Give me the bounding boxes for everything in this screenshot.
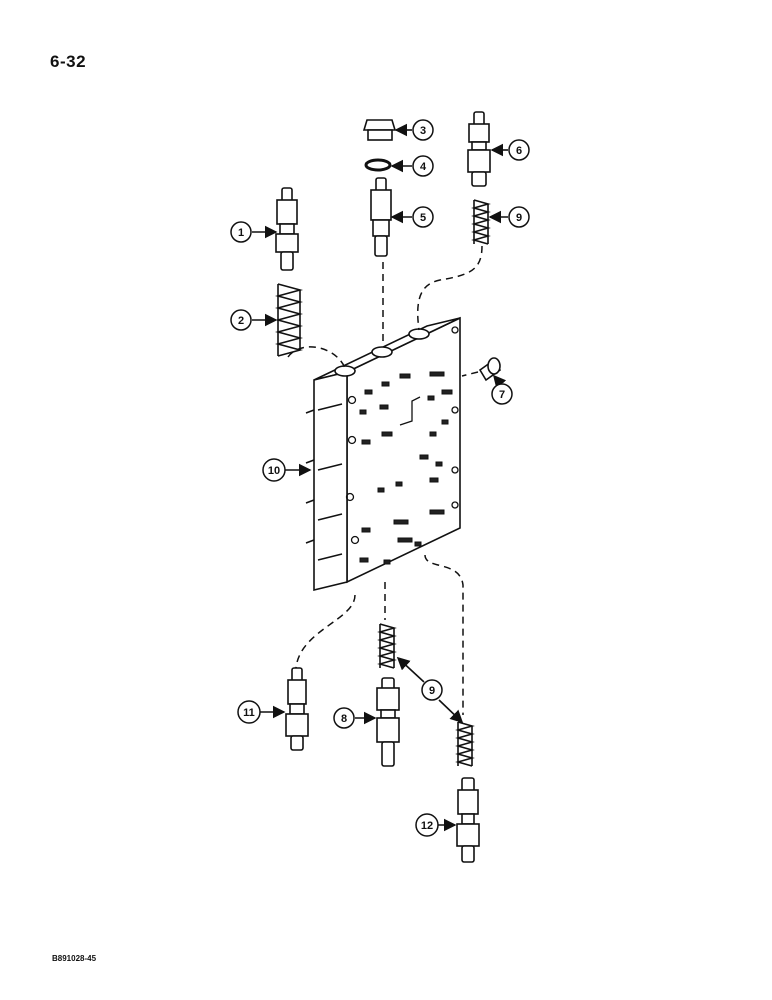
callout-9-bottom: 9 [396,656,464,724]
part-1-valve [275,187,299,271]
part-9-spring-lower [455,721,475,767]
callout-1-label: 1 [238,227,244,239]
callout-9-bottom-label: 9 [429,685,435,697]
part-9-spring-middle [377,623,397,669]
callout-12: 12 [415,813,457,837]
callout-12-label: 12 [421,820,433,832]
callout-8-label: 8 [341,713,347,725]
part-2-spring [274,283,304,357]
callout-4: 4 [390,155,434,177]
part-7-set-screw [478,357,502,382]
callout-7-label: 7 [499,389,505,401]
part-4-o-ring [364,158,392,172]
valve-body [305,316,461,592]
callout-11-label: 11 [243,707,255,719]
callout-1: 1 [230,221,278,243]
assembly-lines [287,245,483,715]
callout-4-label: 4 [420,161,427,173]
part-11-valve [285,667,309,751]
callout-3-label: 3 [420,125,426,137]
part-12-valve [456,777,480,863]
callout-5-label: 5 [420,212,426,224]
callout-2-label: 2 [238,315,244,327]
callout-11: 11 [237,700,286,724]
callout-10: 10 [262,458,312,482]
callout-9-top: 9 [488,206,530,228]
callout-6: 6 [490,139,530,161]
part-8-valve [376,677,400,767]
callout-5: 5 [390,206,434,228]
part-5-valve [370,177,392,257]
page-number: 6-32 [50,52,87,71]
part-6-valve [467,111,491,187]
callout-7: 7 [461,371,513,405]
part-3-plug [362,119,397,141]
callout-8: 8 [333,707,377,729]
callout-10-label: 10 [268,465,280,477]
callout-9-top-label: 9 [516,212,522,224]
callout-2: 2 [230,309,278,331]
figure-code: B891028-45 [52,954,97,963]
callout-3: 3 [394,119,434,141]
part-9-spring-top [471,199,491,245]
callout-6-label: 6 [516,145,522,157]
